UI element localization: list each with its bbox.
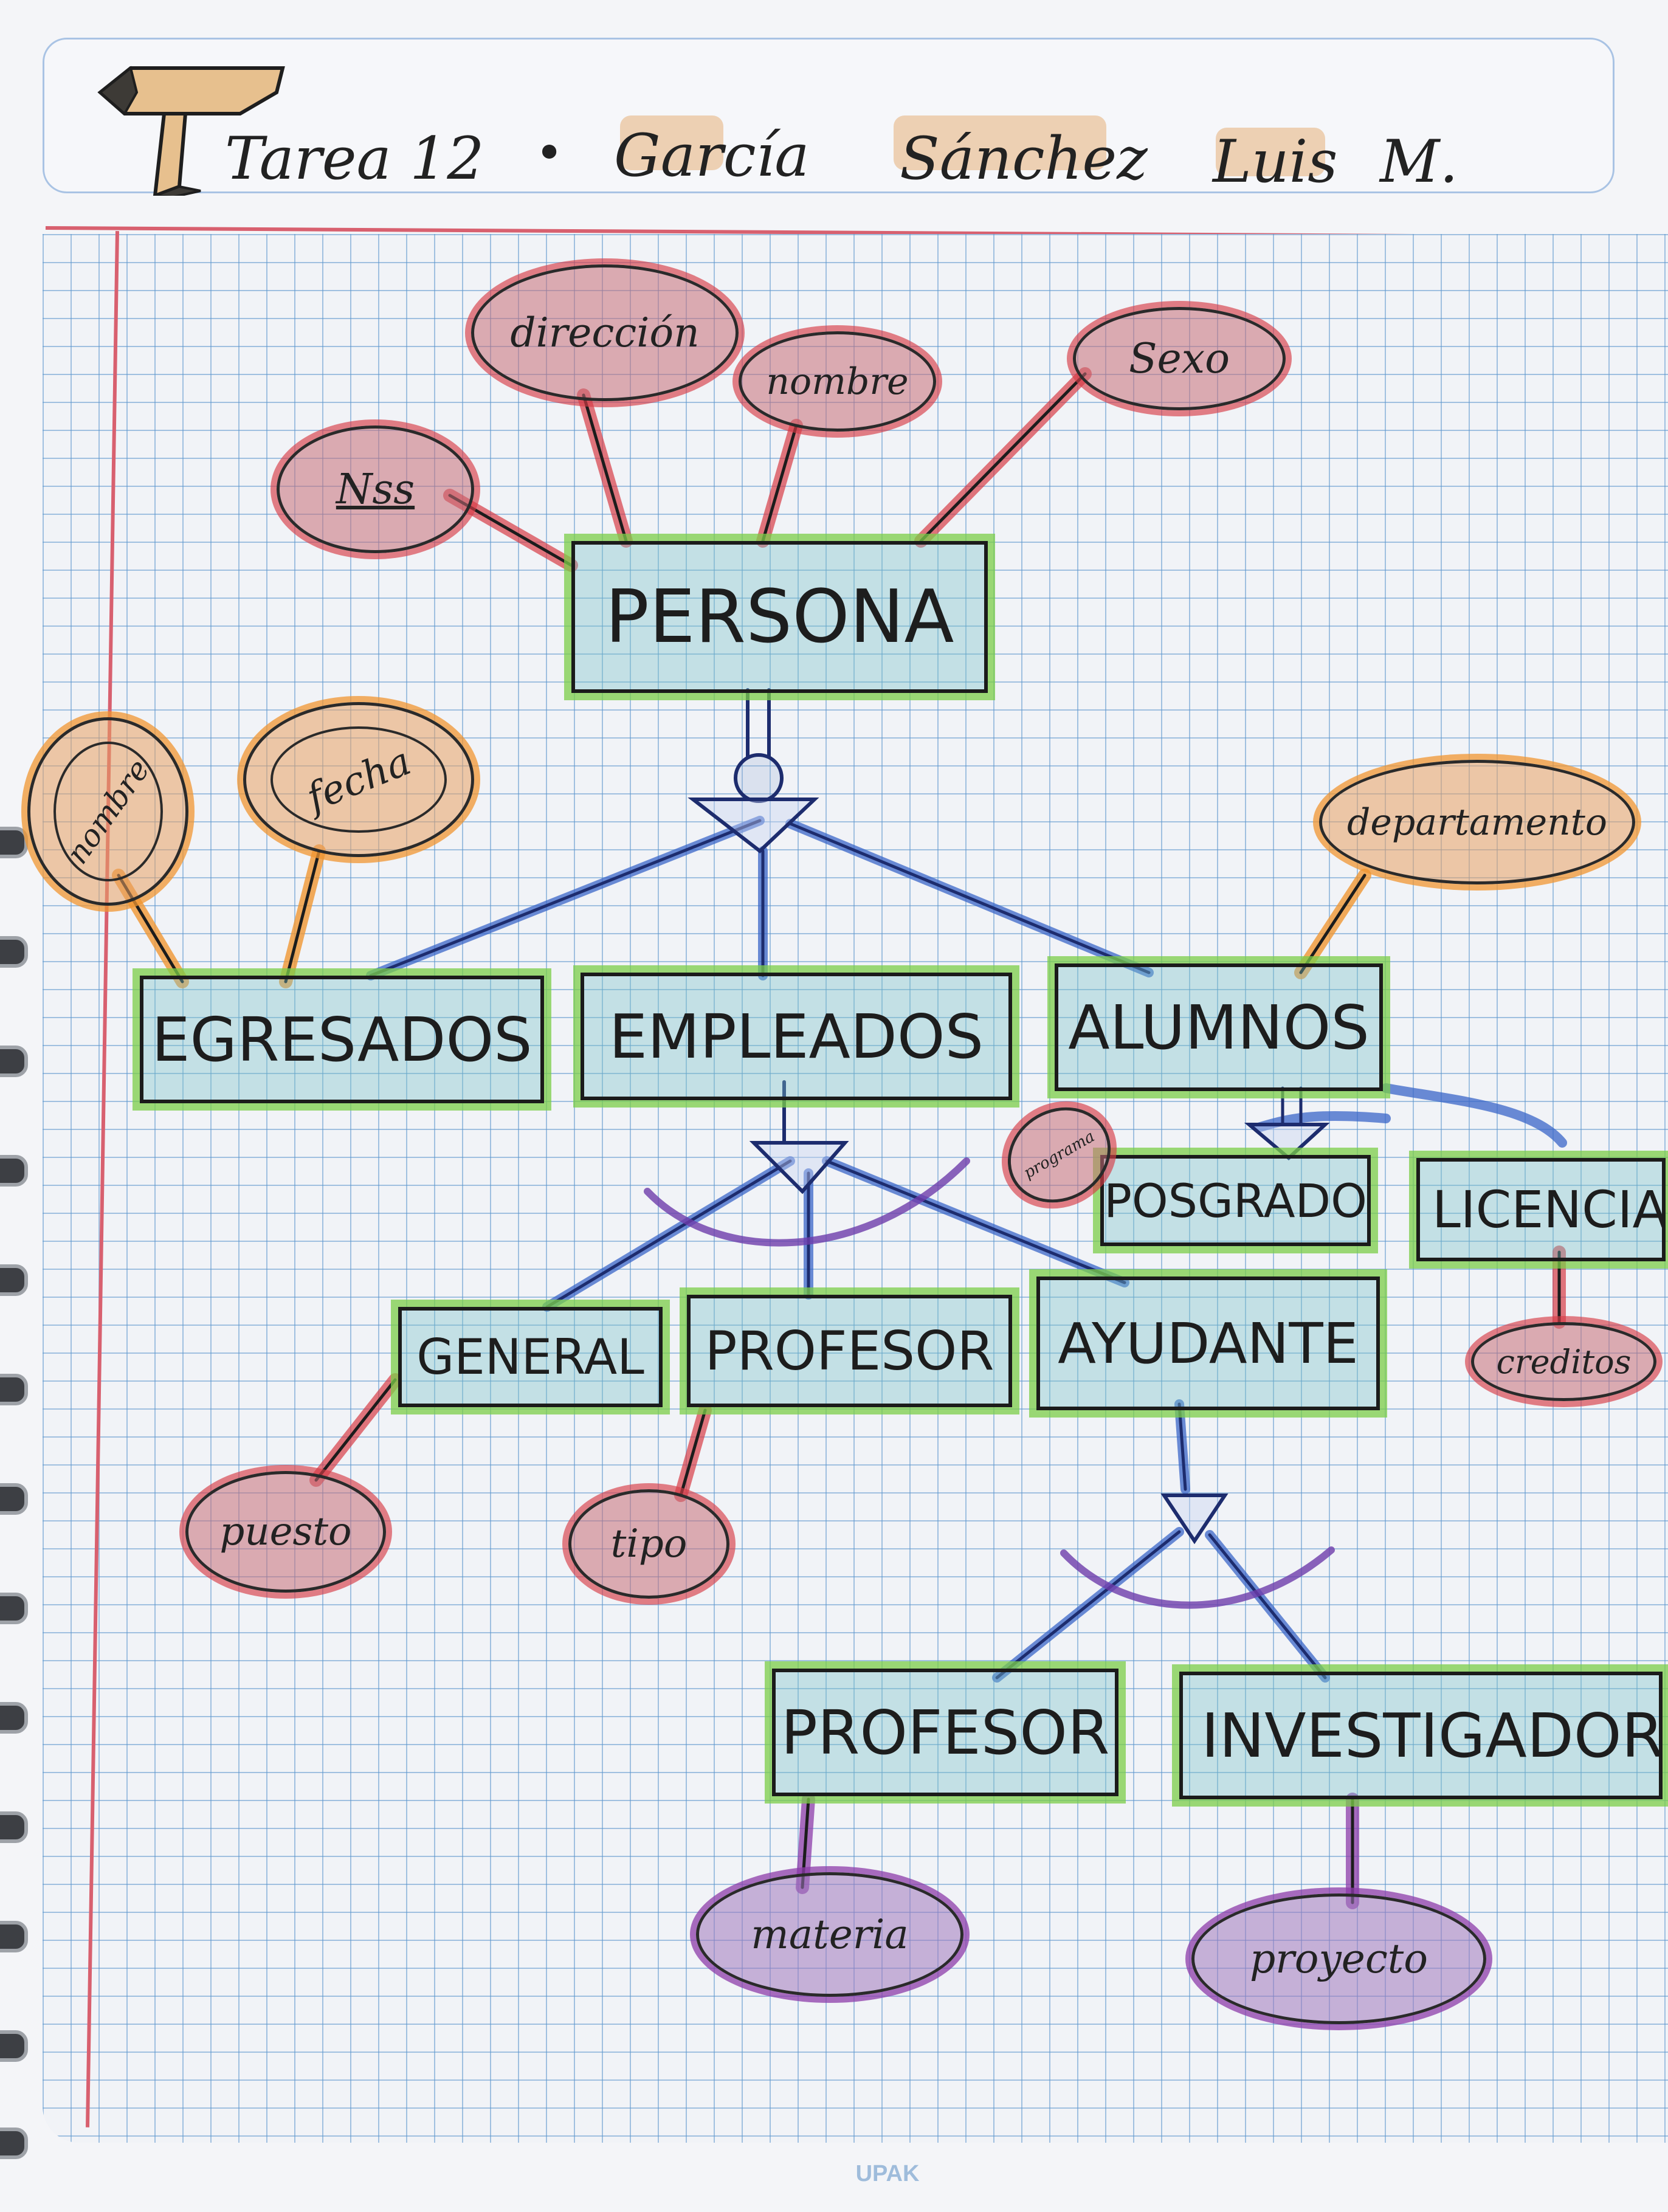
entity-egresados: EGRESADOS: [140, 976, 544, 1103]
spiral-hole: [0, 936, 28, 968]
spiral-hole: [0, 1155, 28, 1187]
attribute-nombre: nombre: [739, 331, 936, 432]
entity-empleados: EMPLEADOS: [581, 973, 1012, 1100]
entity-investigador: INVESTIGADOR: [1179, 1672, 1663, 1799]
student-surname-1: García: [614, 122, 810, 190]
attribute-puesto: puesto: [185, 1471, 386, 1593]
attribute-departamento: departamento: [1319, 760, 1635, 884]
attribute-nss-key: Nss: [277, 426, 474, 553]
decorated-t-icon: [97, 66, 285, 196]
spiral-hole: [0, 1702, 28, 1734]
entity-profesor-ayudante: PROFESOR: [772, 1669, 1118, 1796]
spiral-hole: [0, 1046, 28, 1077]
student-initial: M.: [1380, 128, 1458, 196]
entity-profesor: PROFESOR: [687, 1295, 1012, 1407]
spiral-hole: [0, 1264, 28, 1296]
highlight: [1216, 128, 1325, 176]
entity-general: GENERAL: [398, 1307, 663, 1407]
entity-licenciatura: LICENCIATUR: [1416, 1158, 1666, 1261]
header-box: [43, 38, 1615, 193]
title-separator: •: [535, 125, 564, 181]
attribute-direccion: dirección: [471, 264, 739, 401]
spiral-hole: [0, 1593, 28, 1624]
attribute-sexo: Sexo: [1073, 307, 1286, 410]
spiral-hole: [0, 1483, 28, 1515]
highlight: [894, 115, 1106, 170]
highlight: [620, 115, 723, 170]
entity-posgrado: POSGRADO: [1100, 1155, 1371, 1246]
spiral-hole: [0, 1811, 28, 1843]
spiral-hole: [0, 1374, 28, 1405]
entity-ayudante: AYUDANTE: [1036, 1277, 1380, 1410]
entity-alumnos: ALUMNOS: [1055, 963, 1383, 1091]
entity-persona: PERSONA: [571, 541, 988, 693]
spiral-hole: [0, 827, 28, 858]
notebook-brand-logo: UPAK: [855, 2161, 920, 2186]
attribute-creditos: creditos: [1471, 1322, 1656, 1401]
attribute-nombre-egresados: nombre: [27, 717, 188, 906]
student-surname-2: Sánchez: [900, 125, 1148, 193]
attribute-nombre-egresados-label: nombre: [59, 753, 157, 870]
attribute-fecha-label: fecha: [300, 739, 417, 821]
attribute-materia: materia: [696, 1872, 963, 1997]
student-name: Luis: [1213, 128, 1338, 196]
page-title: Tarea 12: [225, 125, 484, 193]
spiral-hole: [0, 2128, 28, 2159]
multivalued-ring: nombre: [53, 742, 163, 881]
graph-paper-grid: [43, 234, 1668, 2143]
spiral-hole: [0, 2030, 28, 2062]
multivalued-ring: fecha: [271, 726, 447, 833]
spiral-hole: [0, 1921, 28, 1952]
attribute-proyecto: proyecto: [1191, 1893, 1486, 2024]
attribute-fecha: fecha: [243, 702, 474, 857]
attribute-tipo: tipo: [568, 1489, 729, 1599]
